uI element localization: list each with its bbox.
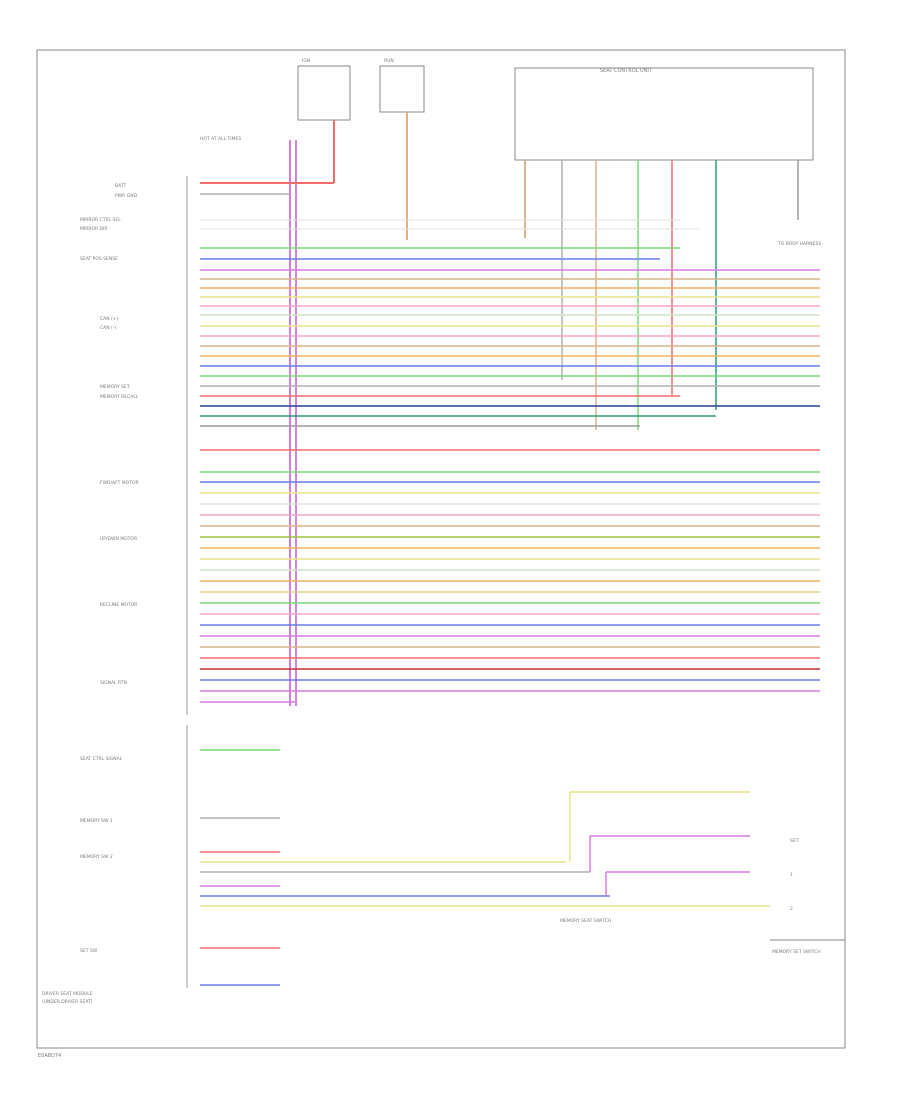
left-label-3: MIRROR CTRL SEL <box>80 217 121 223</box>
seat-control-unit-label: SEAT CONTROL UNIT <box>600 68 653 74</box>
left-label-13: SIGNAL RTN <box>100 680 127 686</box>
memory-set-switch-label: MEMORY SET SWITCH <box>772 949 821 955</box>
left-label-10: FWD/AFT MOTOR <box>100 480 139 486</box>
footer-code: E0A8D74 <box>38 1053 61 1059</box>
left-side-labels: BATT PWR GND MIRROR CTRL SEL MIRROR DIR … <box>42 183 139 1005</box>
bottom-label-4: SET SW <box>80 948 98 954</box>
bottom-label-1: SEAT CTRL SIGNAL <box>80 756 123 762</box>
left-label-1: BATT <box>115 183 126 189</box>
module-footer-1: DRIVER SEAT MODULE <box>42 991 93 997</box>
switch-set-label: SET <box>790 838 799 844</box>
left-label-7: CAN (-) <box>100 325 116 331</box>
switch-1-label: 1 <box>790 872 793 878</box>
seat-control-unit-box <box>514 67 814 161</box>
left-label-4: MIRROR DIR <box>80 226 107 232</box>
switch-2-label: 2 <box>790 906 793 912</box>
right-harness-label: TO BODY HARNESS <box>777 241 821 247</box>
upper-wire-group <box>200 182 820 427</box>
left-label-2: PWR GND <box>115 193 138 199</box>
top-connector-1 <box>297 65 351 121</box>
left-label-9: MEMORY RECALL <box>100 394 139 400</box>
top-switch-label: MEMORY SEAT SWITCH <box>560 918 611 924</box>
diagram-border <box>36 49 846 1049</box>
top-connector-label-2: RUN <box>384 58 394 64</box>
left-label-6: CAN (+) <box>100 316 119 322</box>
left-label-8: MEMORY SET <box>100 384 130 390</box>
top-connector-2 <box>379 65 425 113</box>
module-footer-2: (UNDER DRIVER SEAT) <box>42 999 93 1005</box>
bottom-label-3: MEMORY SW 2 <box>80 854 113 860</box>
top-connector-label-3: HOT AT ALL TIMES <box>200 136 241 142</box>
bottom-label-2: MEMORY SW 1 <box>80 818 113 824</box>
left-label-5: SEAT POS SENSE <box>80 256 118 262</box>
left-label-12: RECLINE MOTOR <box>100 602 137 608</box>
lower-stubs <box>200 749 770 986</box>
middle-wire-group <box>200 449 820 703</box>
left-label-11: UP/DWN MOTOR <box>100 536 137 542</box>
top-connector-label-1: IGN <box>302 58 310 64</box>
